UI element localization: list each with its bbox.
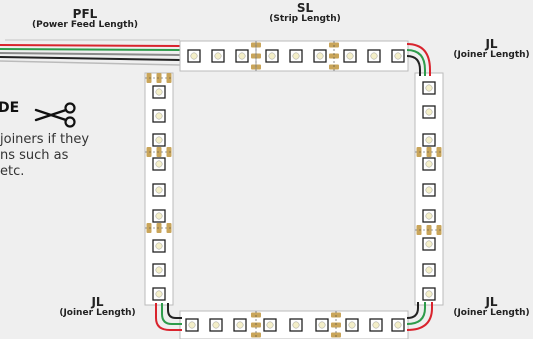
jl-bottom-left-full: (Joiner Length) bbox=[59, 308, 136, 319]
note-text: joiners if they ns such as etc. bbox=[0, 132, 125, 180]
sl-label: SL (Strip Length) bbox=[245, 1, 365, 25]
scissors-icon bbox=[34, 102, 76, 128]
pfl-full: (Power Feed Length) bbox=[32, 20, 138, 31]
jl-top-right-abbr: JL bbox=[485, 37, 498, 51]
solder-pad bbox=[329, 53, 339, 59]
jl-bottom-left-label: JL (Joiner Length) bbox=[55, 295, 140, 319]
jl-bottom-left-abbr: JL bbox=[91, 295, 104, 309]
led-strips bbox=[144, 40, 444, 339]
pfl-label: PFL (Power Feed Length) bbox=[25, 7, 145, 31]
note-line: etc. bbox=[0, 164, 25, 179]
pfl-abbr: PFL bbox=[72, 7, 98, 21]
jl-top-right-label: JL (Joiner Length) bbox=[450, 37, 533, 61]
sl-abbr: SL bbox=[296, 1, 314, 15]
note-line: joiners if they bbox=[0, 132, 90, 147]
power-feed-wires bbox=[0, 44, 181, 66]
jl-bottom-right-full: (Joiner Length) bbox=[453, 308, 530, 319]
jl-bottom-right-label: JL (Joiner Length) bbox=[450, 295, 533, 319]
note-title: DE bbox=[0, 100, 20, 116]
sl-full: (Strip Length) bbox=[269, 14, 341, 25]
jl-bottom-right-abbr: JL bbox=[485, 295, 498, 309]
joiner-wires bbox=[155, 43, 433, 331]
jl-top-right-full: (Joiner Length) bbox=[453, 50, 530, 61]
note-line: ns such as bbox=[0, 148, 69, 163]
